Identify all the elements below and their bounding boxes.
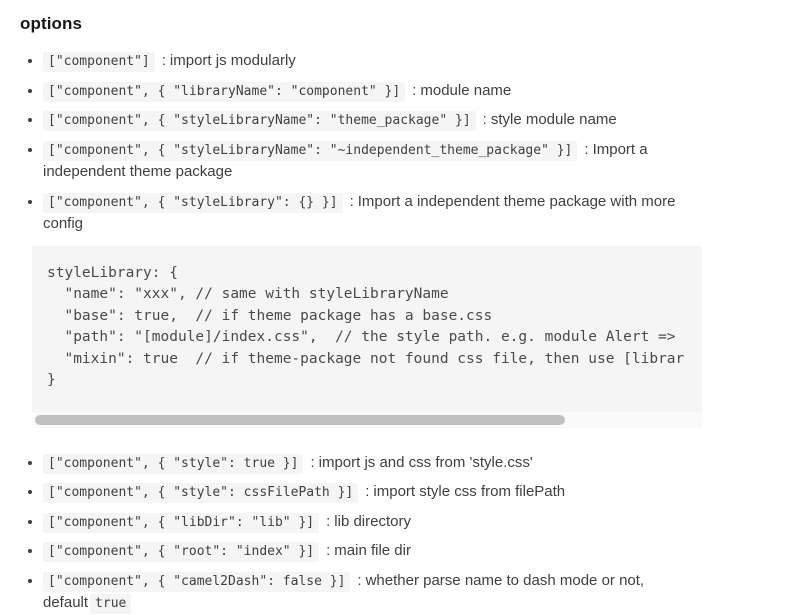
colon-separator: : — [349, 192, 354, 210]
colon-separator: : — [482, 111, 487, 128]
code-block[interactable]: styleLibrary: { "name": "xxx", // same w… — [32, 245, 702, 428]
option-description: main file dir — [334, 542, 411, 559]
option-item: ["component", { "styleLibraryName": "~in… — [43, 139, 688, 184]
option-code-suffix: true — [90, 594, 132, 614]
option-code: ["component", { "root": "index" }] — [43, 542, 320, 562]
options-list-bottom: ["component", { "style": true }]:import … — [20, 452, 745, 615]
option-code: ["component", { "styleLibrary": {} }] — [43, 192, 343, 213]
option-code: ["component", { "libraryName": "componen… — [43, 81, 406, 102]
option-description: lib directory — [334, 512, 411, 530]
option-description: module name — [420, 81, 512, 99]
option-description: import style css from filePath — [373, 483, 566, 500]
option-item: ["component"]:import js modularly — [43, 50, 688, 73]
page-title: options — [20, 14, 83, 33]
horizontal-scrollbar-thumb[interactable] — [35, 414, 565, 425]
option-item: ["component", { "libraryName": "componen… — [43, 80, 688, 103]
option-description: import js and css from 'style.css' — [318, 453, 533, 471]
code-block-text: styleLibrary: { "name": "xxx", // same w… — [47, 264, 685, 389]
colon-separator: : — [584, 140, 589, 158]
option-item: ["component", { "libDir": "lib" }]:lib d… — [43, 511, 688, 534]
colon-separator: : — [310, 453, 315, 471]
option-code: ["component", { "style": cssFilePath }] — [43, 483, 359, 503]
option-item: ["component", { "style": true }]:import … — [43, 452, 688, 475]
option-description: style module name — [490, 111, 617, 128]
option-code: ["component", { "styleLibraryName": "~in… — [43, 140, 578, 161]
option-item: ["component", { "styleLibraryName": "the… — [43, 109, 688, 132]
option-code: ["component"] — [43, 52, 155, 72]
option-description: import js modularly — [169, 52, 296, 69]
colon-separator: : — [357, 571, 362, 589]
colon-separator: : — [326, 542, 331, 559]
colon-separator: : — [326, 512, 331, 530]
colon-separator: : — [412, 81, 417, 99]
option-code: ["component", { "styleLibraryName": "the… — [43, 111, 476, 131]
option-description: Import a independent theme package with … — [43, 192, 676, 233]
option-item: ["component", { "camel2Dash": false }]:w… — [43, 570, 688, 615]
option-item: ["component", { "styleLibrary": {} }]:Im… — [43, 191, 688, 236]
colon-separator: : — [365, 483, 370, 500]
colon-separator: : — [161, 52, 166, 69]
option-code: ["component", { "camel2Dash": false }] — [43, 571, 351, 592]
option-code: ["component", { "style": true }] — [43, 453, 304, 474]
horizontal-scrollbar-track[interactable] — [32, 411, 702, 428]
option-item: ["component", { "root": "index" }]:main … — [43, 540, 688, 563]
option-item: ["component", { "style": cssFilePath }]:… — [43, 481, 688, 504]
options-list-top: ["component"]:import js modularly ["comp… — [20, 50, 745, 236]
option-description: Import a independent theme package — [43, 140, 648, 181]
option-code: ["component", { "libDir": "lib" }] — [43, 512, 320, 533]
